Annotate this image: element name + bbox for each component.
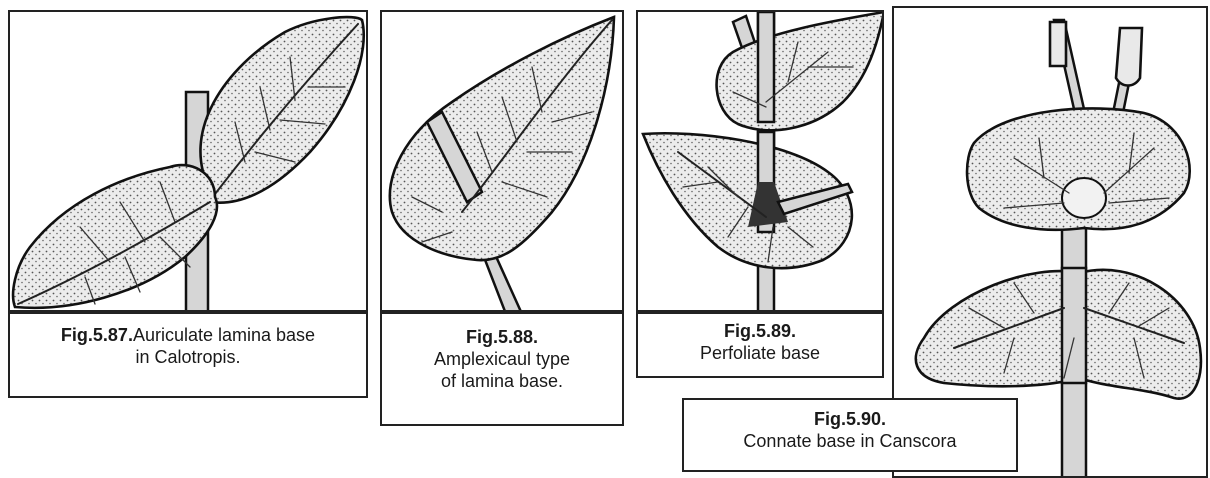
figure-5-88-title: Fig.5.88. <box>382 326 622 348</box>
auriculate-leaf-illustration <box>10 12 368 312</box>
figure-5-89-caption: Fig.5.89. Perfoliate base <box>636 312 884 378</box>
figure-5-88-line-2: of lamina base. <box>382 370 622 392</box>
amplexicaul-leaf-illustration <box>382 12 624 312</box>
figure-5-88-line-1: Amplexicaul type <box>382 348 622 370</box>
figure-5-87-caption: Fig.5.87.Auriculate lamina base in Calot… <box>8 312 368 398</box>
figure-5-87-line-1: Auriculate lamina base <box>133 325 315 345</box>
figure-5-87-line-2: in Calotropis. <box>10 346 366 368</box>
figure-5-89-line-1: Perfoliate base <box>638 342 882 364</box>
figure-5-89-title: Fig.5.89. <box>638 320 882 342</box>
figure-5-90-caption: Fig.5.90. Connate base in Canscora <box>682 398 1018 472</box>
figure-5-90-line-1: Connate base in Canscora <box>684 430 1016 452</box>
figure-5-87-panel <box>8 10 368 312</box>
figure-5-87-title: Fig.5.87. <box>61 325 133 345</box>
figure-5-88-panel <box>380 10 624 312</box>
perfoliate-leaf-illustration <box>638 12 884 312</box>
figure-5-88-caption: Fig.5.88. Amplexicaul type of lamina bas… <box>380 312 624 426</box>
figure-5-89-panel <box>636 10 884 312</box>
figure-5-90-title: Fig.5.90. <box>684 408 1016 430</box>
